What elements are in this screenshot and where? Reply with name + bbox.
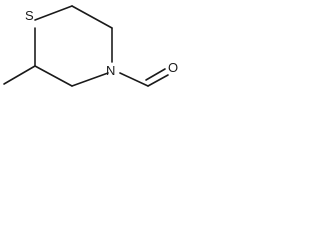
bond-n-c-formyl xyxy=(119,72,149,87)
atom-oxygen-label: O xyxy=(168,60,178,75)
bond-c-bottom-c-left xyxy=(34,65,73,87)
structure-canvas: S N O xyxy=(0,0,184,88)
bond-methyl xyxy=(3,65,36,85)
bond-c-top-c-right xyxy=(71,5,113,29)
atom-sulfur-label: S xyxy=(25,8,34,23)
bond-c-o-double-2 xyxy=(145,68,166,81)
bond-n-c-bottom xyxy=(71,72,109,87)
bond-c-o-double-1 xyxy=(147,74,169,87)
atom-nitrogen-label: N xyxy=(106,63,115,78)
molecule-diagram: S N O xyxy=(3,5,178,87)
bond-s-c-top xyxy=(34,5,73,21)
